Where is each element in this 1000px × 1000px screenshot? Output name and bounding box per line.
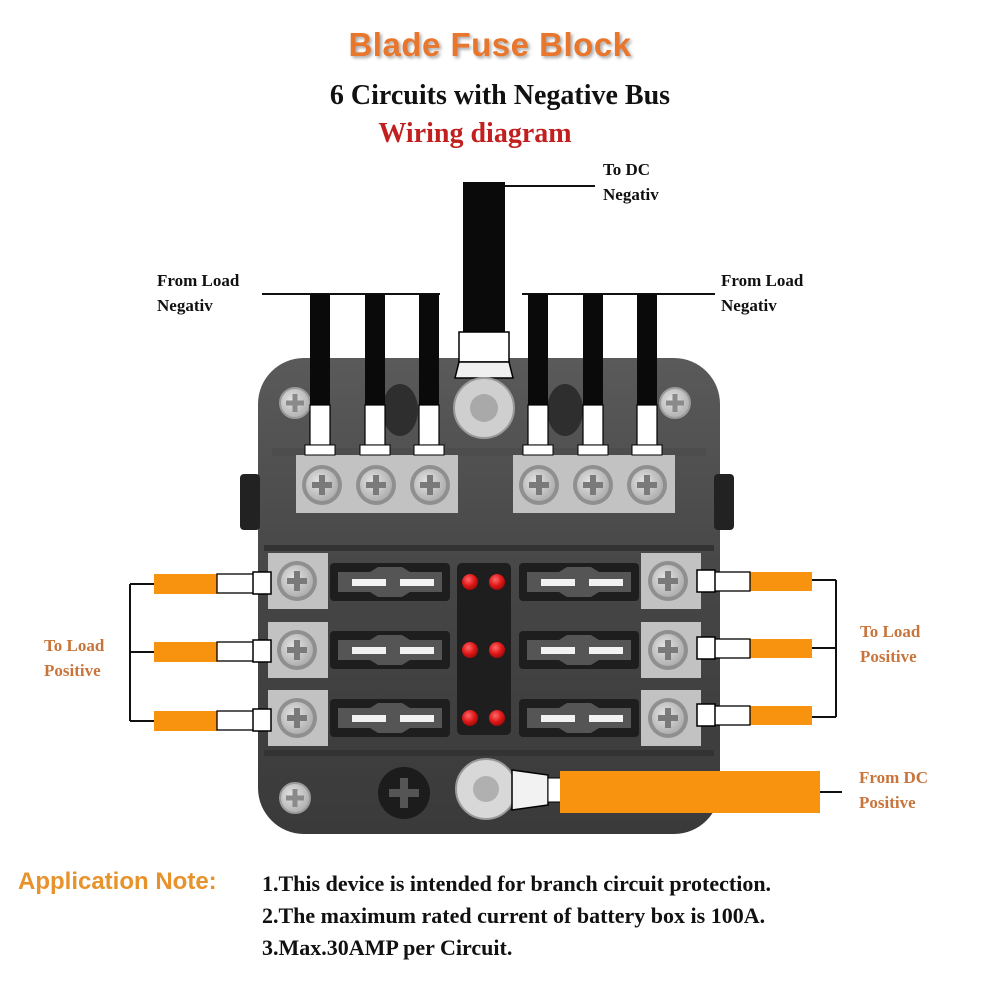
wiring-diagram-label: Wiring diagram [378,118,572,149]
positive-load-wires-right [696,569,837,727]
led-indicator [489,642,505,658]
corner-screw-top-left [279,387,311,419]
negative-terminal-screw [519,465,559,505]
led-indicator [462,642,478,658]
label-from-load-negative-left: From Load Negativ [157,271,240,315]
led-indicator [489,574,505,590]
label-from-load-negative-right: From Load Negativ [721,271,804,315]
label-to-load-positive-left: To Load Positive [44,636,105,680]
diagram-title: Blade Fuse Block [348,26,632,63]
corner-screw-top-right [659,387,691,419]
negative-terminal-screw [302,465,342,505]
label-to-dc-negative: To DC Negativ [603,160,659,204]
dc-negative-cable [463,182,505,332]
dc-positive-cable [560,771,820,813]
fuse-slot-2 [330,631,450,669]
fuse-slot-3 [330,699,450,737]
fuse-slot-5 [519,631,639,669]
fuse-slot-6 [519,699,639,737]
application-note-item: 2.The maximum rated current of battery b… [262,903,766,928]
led-indicator [489,710,505,726]
negative-terminal-screw [356,465,396,505]
orange-wire [750,572,812,591]
led-indicator [462,574,478,590]
black-wire [528,294,548,406]
black-wire [310,294,330,406]
black-wire [365,294,385,406]
orange-wire [750,706,812,725]
led-indicator-panel [457,563,511,735]
negative-terminal-screw [410,465,450,505]
led-indicator [462,710,478,726]
orange-wire [750,639,812,658]
fuse-slot-1 [330,563,450,601]
positive-terminals-left [268,553,328,746]
label-to-load-positive-right: To Load Positive [860,622,921,666]
label-from-dc-positive: From DC Positive [859,768,929,812]
orange-wire [154,642,217,662]
negative-load-wires [304,294,663,456]
positive-terminals-right [641,553,701,746]
application-note-heading: Application Note: [18,868,217,895]
positive-load-wires-left [129,571,272,732]
negative-terminal-screw [627,465,667,505]
fuse-slot-4 [519,563,639,601]
negative-terminal-screw [573,465,613,505]
corner-screw-bottom-left [279,782,311,814]
black-wire [583,294,603,406]
diagram-subtitle: 6 Circuits with Negative Bus [329,80,671,111]
orange-wire [154,574,217,594]
left-mount-tab [240,474,260,530]
orange-wire [154,711,217,731]
black-wire [419,294,439,406]
black-wire [637,294,657,406]
right-mount-tab [714,474,734,530]
application-note-item: 1.This device is intended for branch cir… [262,871,772,896]
application-note-item: 3.Max.30AMP per Circuit. [262,935,513,960]
